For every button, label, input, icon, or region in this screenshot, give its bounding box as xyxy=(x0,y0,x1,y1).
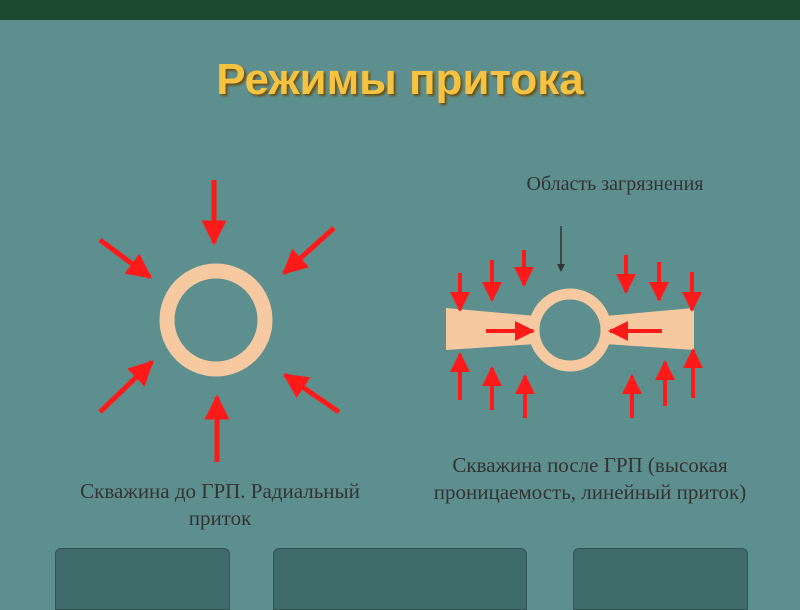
linear-inflow-diagram xyxy=(446,226,703,418)
header-band xyxy=(0,0,800,20)
radial-inflow-diagram xyxy=(98,180,341,462)
bottom-nav-button-3[interactable] xyxy=(573,548,748,610)
radial-arrow xyxy=(98,360,154,414)
bottom-nav-button-2[interactable] xyxy=(273,548,527,610)
radial-arrow xyxy=(282,372,341,415)
wellbore-ring-right xyxy=(528,288,612,372)
caption-after-frac: Скважина после ГРП (высокая проницаемост… xyxy=(433,453,747,504)
slide-title: Режимы притока xyxy=(216,55,584,104)
wellbore-ring-left xyxy=(159,263,273,377)
caption-before-frac: Скважина до ГРП. Радиальный приток xyxy=(80,479,360,530)
bottom-nav-button-1[interactable] xyxy=(55,548,230,610)
contamination-zone-label: Область загрязнения xyxy=(526,173,704,195)
radial-arrow xyxy=(282,226,336,275)
radial-arrow xyxy=(98,237,153,280)
